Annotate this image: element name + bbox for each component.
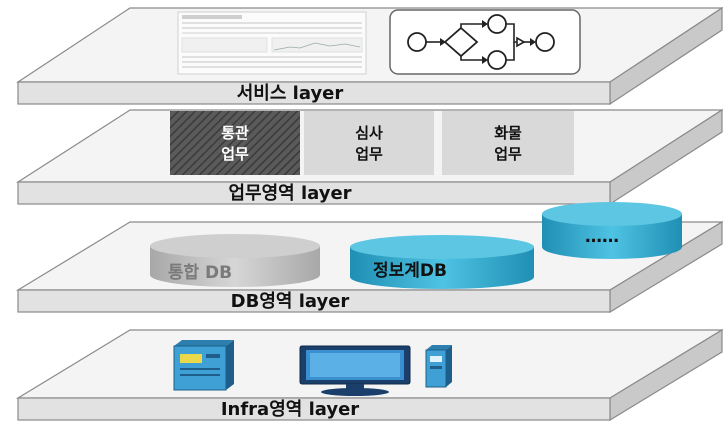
- workflow-diagram-icon: [389, 9, 581, 75]
- desktop-tower-icon: [425, 345, 452, 388]
- box-label-line1: 통관: [221, 124, 249, 142]
- box-label-line1: 화물: [494, 124, 522, 142]
- box-label-line1: 심사: [355, 124, 383, 142]
- integrated-db-cylinder: 통합 DB: [150, 234, 320, 287]
- slab-top: [16, 7, 723, 83]
- layer-infra: Infra영역 layer: [15, 328, 723, 422]
- info-db-cylinder: 정보계DB: [350, 235, 534, 289]
- other-db-cylinder: ……: [542, 202, 682, 259]
- monitor-icon: [299, 345, 411, 396]
- slab-front: [17, 397, 611, 421]
- layer-label: DB영역 layer: [231, 291, 350, 312]
- layer-label: 서비스 layer: [237, 83, 344, 104]
- business-box-review: 심사 업무: [304, 111, 434, 175]
- layer-db: DB영역 layer 통합 DB 정보계DB ……: [15, 202, 723, 314]
- business-box-customs: 통관 업무: [170, 111, 300, 175]
- slab-front: [17, 81, 611, 105]
- db-label: ……: [585, 227, 619, 247]
- box-label-line2: 업무: [355, 145, 383, 163]
- slab-front: [17, 289, 611, 313]
- slab-front: [17, 181, 611, 205]
- layer-label: 업무영역 layer: [228, 183, 351, 204]
- db-label: 통합 DB: [168, 262, 232, 283]
- layer-label: Infra영역 layer: [221, 399, 359, 420]
- business-box-cargo: 화물 업무: [442, 111, 574, 175]
- server-rack-icon: [173, 340, 234, 391]
- box-label-line2: 업무: [221, 145, 249, 163]
- layer-service: 서비스 layer: [16, 6, 723, 106]
- box-label-line2: 업무: [494, 145, 522, 163]
- layer-business: 업무영역 layer 통관 업무 심사 업무 화물 업무: [15, 108, 723, 206]
- report-thumbnail-icon: [177, 11, 367, 75]
- db-label: 정보계DB: [373, 261, 447, 281]
